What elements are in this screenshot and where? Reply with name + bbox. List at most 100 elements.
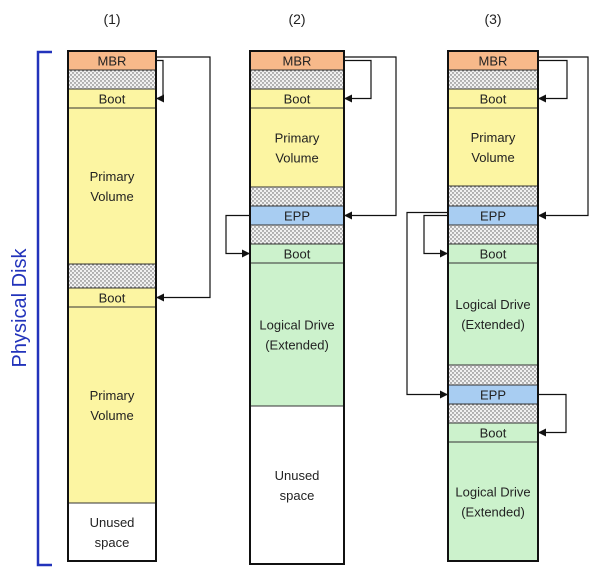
segment-block [249, 186, 345, 207]
epp-segment: EPP [447, 205, 539, 226]
segment-block [447, 185, 539, 207]
segment-label: Logical Drive [455, 485, 530, 500]
boot-segment: Boot [67, 287, 157, 308]
segment-block [249, 107, 345, 188]
column-border [249, 50, 345, 565]
mbr-segment: MBR [249, 50, 345, 71]
partition-columns: (1)MBRBootPrimaryVolumeBootPrimaryVolume… [67, 11, 539, 565]
segment-label: Unused [90, 515, 135, 530]
segment-label: Volume [90, 189, 133, 204]
mbr-to-epp-arrow [344, 56, 397, 220]
segment-label: (Extended) [461, 505, 525, 520]
column-label: (3) [484, 11, 501, 27]
segment-label: Boot [480, 92, 507, 107]
segment-label: Primary [90, 169, 135, 184]
segment-block [67, 263, 157, 289]
segment-label: Boot [99, 291, 126, 306]
segment-label: MBR [479, 54, 508, 69]
segment-label: Logical Drive [455, 297, 530, 312]
segment-block [447, 441, 539, 562]
segment-block [447, 107, 539, 187]
unallocated-gap [67, 69, 157, 90]
unused-space-segment: Unused space [67, 502, 157, 562]
segment-block [447, 224, 539, 245]
segment-block [447, 69, 539, 90]
unallocated-gap [447, 403, 539, 424]
segment-label: Boot [284, 92, 311, 107]
logical-drive-extended-segment: Logical Drive (Extended) [249, 262, 345, 407]
unallocated-gap [447, 224, 539, 245]
boot-segment: Boot [447, 88, 539, 109]
unused-space-segment: Unused space [249, 405, 345, 565]
segment-label: Unused [275, 468, 320, 483]
segment-label: Boot [284, 247, 311, 262]
segment-label: MBR [98, 54, 127, 69]
epp-to-boot-arrow [225, 214, 250, 258]
boot-segment: Boot [447, 422, 539, 443]
epp-segment: EPP [249, 205, 345, 226]
mbr-segment: MBR [67, 50, 157, 71]
segment-label: Boot [480, 247, 507, 262]
unallocated-gap [249, 69, 345, 90]
segment-block [249, 262, 345, 407]
boot-segment: Boot [249, 243, 345, 264]
segment-label: Primary [275, 131, 320, 146]
segment-block [67, 69, 157, 90]
segment-block [447, 403, 539, 424]
boot-chain-arrows [156, 56, 589, 437]
unallocated-gap [447, 364, 539, 386]
column-border [67, 50, 157, 562]
segment-label: Volume [275, 151, 318, 166]
segment-label: Boot [480, 426, 507, 441]
segment-label: MBR [283, 54, 312, 69]
unallocated-gap [447, 185, 539, 207]
mbr-to-second-boot-arrow [156, 56, 211, 302]
mbr-segment: MBR [447, 50, 539, 71]
segment-label: EPP [284, 209, 310, 224]
segment-label: Boot [99, 92, 126, 107]
epp-to-boot-arrow [538, 393, 567, 437]
segment-block [249, 69, 345, 90]
unallocated-gap [249, 186, 345, 207]
mbr-to-boot-arrow [538, 59, 568, 103]
epp-to-boot-arrow [423, 214, 448, 258]
segment-block [249, 224, 345, 245]
mbr-to-boot-arrow [156, 59, 164, 103]
segment-label: Logical Drive [259, 318, 334, 333]
epp-segment: EPP [447, 384, 539, 405]
segment-label: EPP [480, 388, 506, 403]
logical-drive-extended-segment: Logical Drive (Extended) [447, 441, 539, 562]
mbr-to-epp-arrow [538, 56, 589, 220]
disk-column-1: (1)MBRBootPrimaryVolumeBootPrimaryVolume… [67, 11, 157, 562]
physical-disk-bracket [36, 50, 52, 567]
segment-block [447, 364, 539, 386]
segment-label: space [95, 535, 130, 550]
segment-label: Primary [471, 130, 516, 145]
segment-label: (Extended) [265, 338, 329, 353]
column-label: (1) [103, 11, 120, 27]
logical-drive-extended-segment: Logical Drive (Extended) [447, 262, 539, 366]
physical-disk-label: Physical Disk [9, 248, 31, 368]
segment-label: (Extended) [461, 317, 525, 332]
segment-label: Primary [90, 388, 135, 403]
segment-label: Volume [471, 150, 514, 165]
unallocated-gap [67, 263, 157, 289]
segment-label: Volume [90, 408, 133, 423]
column-label: (2) [288, 11, 305, 27]
unallocated-gap [249, 224, 345, 245]
unallocated-gap [447, 69, 539, 90]
segment-label: space [280, 488, 315, 503]
boot-segment: Boot [249, 88, 345, 109]
epp-to-next-epp-arrow [406, 211, 448, 399]
segment-block [249, 405, 345, 565]
segment-label: EPP [480, 209, 506, 224]
segment-block [67, 107, 157, 265]
segment-block [67, 306, 157, 504]
segment-block [67, 502, 157, 562]
